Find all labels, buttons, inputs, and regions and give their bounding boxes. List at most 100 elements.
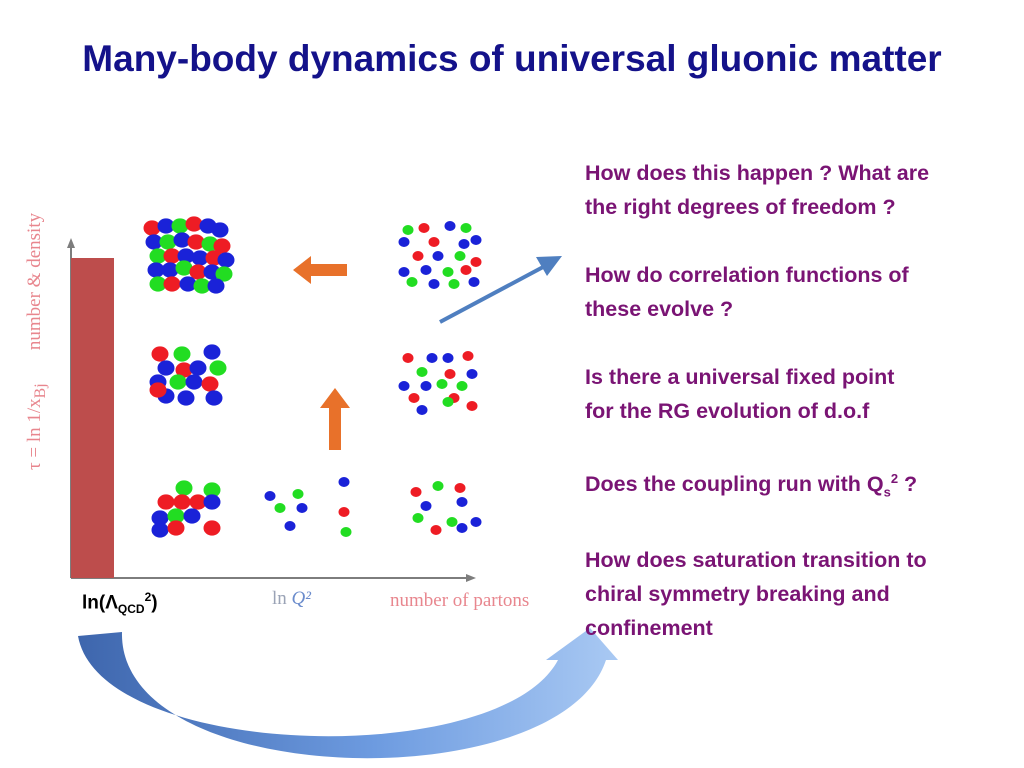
parton [398, 381, 410, 391]
parton [147, 262, 165, 278]
parton [203, 344, 221, 360]
parton [167, 508, 185, 524]
parton [209, 360, 227, 376]
parton [157, 218, 175, 234]
parton [402, 225, 414, 235]
parton [187, 234, 205, 250]
blue-diagonal-arrowhead [536, 256, 562, 276]
parton [462, 351, 474, 361]
y-axis-arrowhead [67, 238, 75, 248]
parton [428, 237, 440, 247]
parton [456, 381, 468, 391]
lambda-qcd-label: ln(ΛQCD2) [82, 590, 158, 617]
parton [173, 232, 191, 248]
parton [145, 234, 163, 250]
parton [416, 405, 428, 415]
parton [456, 523, 468, 533]
parton [412, 513, 424, 523]
parton [412, 251, 424, 261]
parton [149, 382, 167, 398]
parton [207, 278, 225, 294]
parton [428, 279, 440, 289]
parton [149, 276, 167, 292]
parton [175, 362, 193, 378]
parton [177, 390, 195, 406]
parton [185, 216, 203, 232]
parton [420, 501, 432, 511]
parton [163, 276, 181, 292]
parton-clusters [143, 216, 482, 538]
parton [338, 477, 350, 487]
parton [406, 277, 418, 287]
orange-left-arrow [293, 256, 347, 284]
question-4: Does the coupling run with Qs2 ? [585, 471, 918, 500]
parton [159, 234, 177, 250]
cluster-sparse-bottom-middle [264, 477, 352, 537]
question-5: How does saturation transition to chiral… [585, 548, 927, 641]
parton [416, 367, 428, 377]
parton [173, 494, 191, 510]
slide-title: Many-body dynamics of universal gluonic … [82, 38, 942, 79]
parton [163, 248, 181, 264]
parton [426, 353, 438, 363]
parton [432, 481, 444, 491]
parton [402, 353, 414, 363]
orange-up-arrow [320, 388, 350, 450]
parton [274, 503, 286, 513]
parton [215, 266, 233, 282]
parton [264, 491, 276, 501]
parton [460, 265, 472, 275]
cluster-sparse-top-right [398, 221, 482, 289]
parton [201, 376, 219, 392]
parton [149, 248, 167, 264]
parton [432, 251, 444, 261]
parton [189, 360, 207, 376]
cluster-dense-top [143, 216, 235, 294]
parton [454, 483, 466, 493]
parton [466, 401, 478, 411]
cluster-bottom-left [151, 480, 221, 538]
parton [456, 497, 468, 507]
parton [217, 252, 235, 268]
parton [203, 520, 221, 536]
parton [398, 237, 410, 247]
parton [151, 346, 169, 362]
parton [470, 235, 482, 245]
parton [205, 390, 223, 406]
parton [284, 521, 296, 531]
questions-list: How does this happen ? What are the righ… [585, 156, 1015, 645]
parton [213, 238, 231, 254]
parton [189, 494, 207, 510]
x-axis-label-lnq2: ln Q² [272, 588, 311, 609]
parton [442, 267, 454, 277]
parton [340, 527, 352, 537]
parton [157, 360, 175, 376]
parton [410, 487, 422, 497]
parton [420, 265, 432, 275]
parton [292, 489, 304, 499]
parton [169, 374, 187, 390]
parton [430, 525, 442, 535]
parton [143, 220, 161, 236]
parton [420, 381, 432, 391]
cluster-sparse-middle-right [398, 351, 478, 415]
parton [436, 379, 448, 389]
parton [161, 262, 179, 278]
question-2: How do correlation functions of these ev… [585, 263, 909, 321]
parton [203, 494, 221, 510]
parton [444, 369, 456, 379]
parton [177, 248, 195, 264]
cluster-medium-middle [149, 344, 227, 406]
parton [151, 522, 169, 538]
cluster-sparse-bottom-right [410, 481, 482, 535]
parton [418, 223, 430, 233]
parton [173, 346, 191, 362]
parton [458, 239, 470, 249]
x-axis-label-partons: number of partons [390, 590, 530, 611]
parton [151, 510, 169, 526]
parton [470, 517, 482, 527]
parton [175, 260, 193, 276]
parton [211, 222, 229, 238]
parton [454, 251, 466, 261]
parton [460, 223, 472, 233]
